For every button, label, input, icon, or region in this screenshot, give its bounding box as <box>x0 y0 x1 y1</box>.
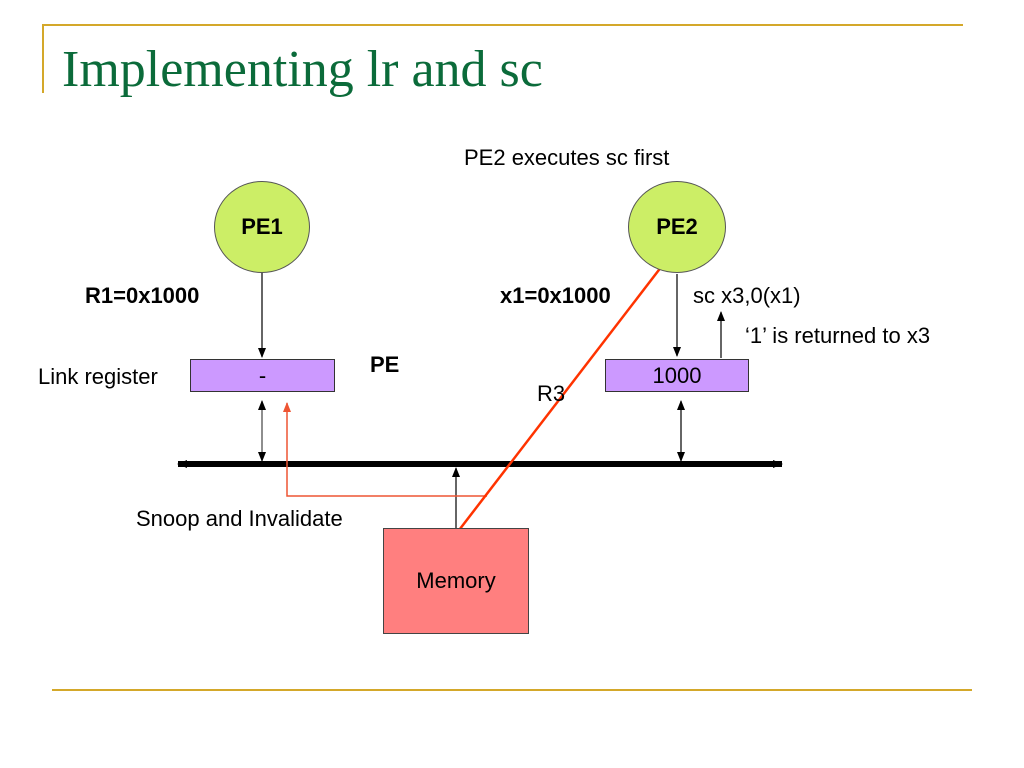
snoop-invalidate-arrow <box>283 402 487 497</box>
pe1-node: PE1 <box>214 181 310 273</box>
pe2-register-note: x1=0x1000 <box>500 283 611 308</box>
slide-rules <box>42 24 972 691</box>
snoop-label: Snoop and Invalidate <box>136 506 343 531</box>
pe2-label: PE2 <box>656 214 698 239</box>
slide-title: Implementing lr and sc <box>62 41 543 98</box>
pe2-link-register: 1000 <box>605 359 749 392</box>
memory-block: Memory <box>383 528 529 634</box>
sc-instruction: sc x3,0(x1) <box>693 283 801 308</box>
pe-label: PE <box>370 352 400 377</box>
pe1-link-register: - <box>190 359 335 392</box>
pe2-link-register-value: 1000 <box>652 362 702 388</box>
pe1-link-register-value: - <box>258 362 267 388</box>
caption: PE2 executes sc first <box>464 145 670 170</box>
memory-label: Memory <box>416 568 496 593</box>
sc-path-arrow <box>442 261 666 552</box>
pe1-label: PE1 <box>241 214 283 239</box>
r3-label: R3 <box>537 381 566 406</box>
return-note: ‘1’ is returned to x3 <box>745 323 931 348</box>
link-register-label: Link register <box>38 364 158 389</box>
pe2-node: PE2 <box>628 181 726 273</box>
pe1-register-note: R1=0x1000 <box>85 283 200 308</box>
